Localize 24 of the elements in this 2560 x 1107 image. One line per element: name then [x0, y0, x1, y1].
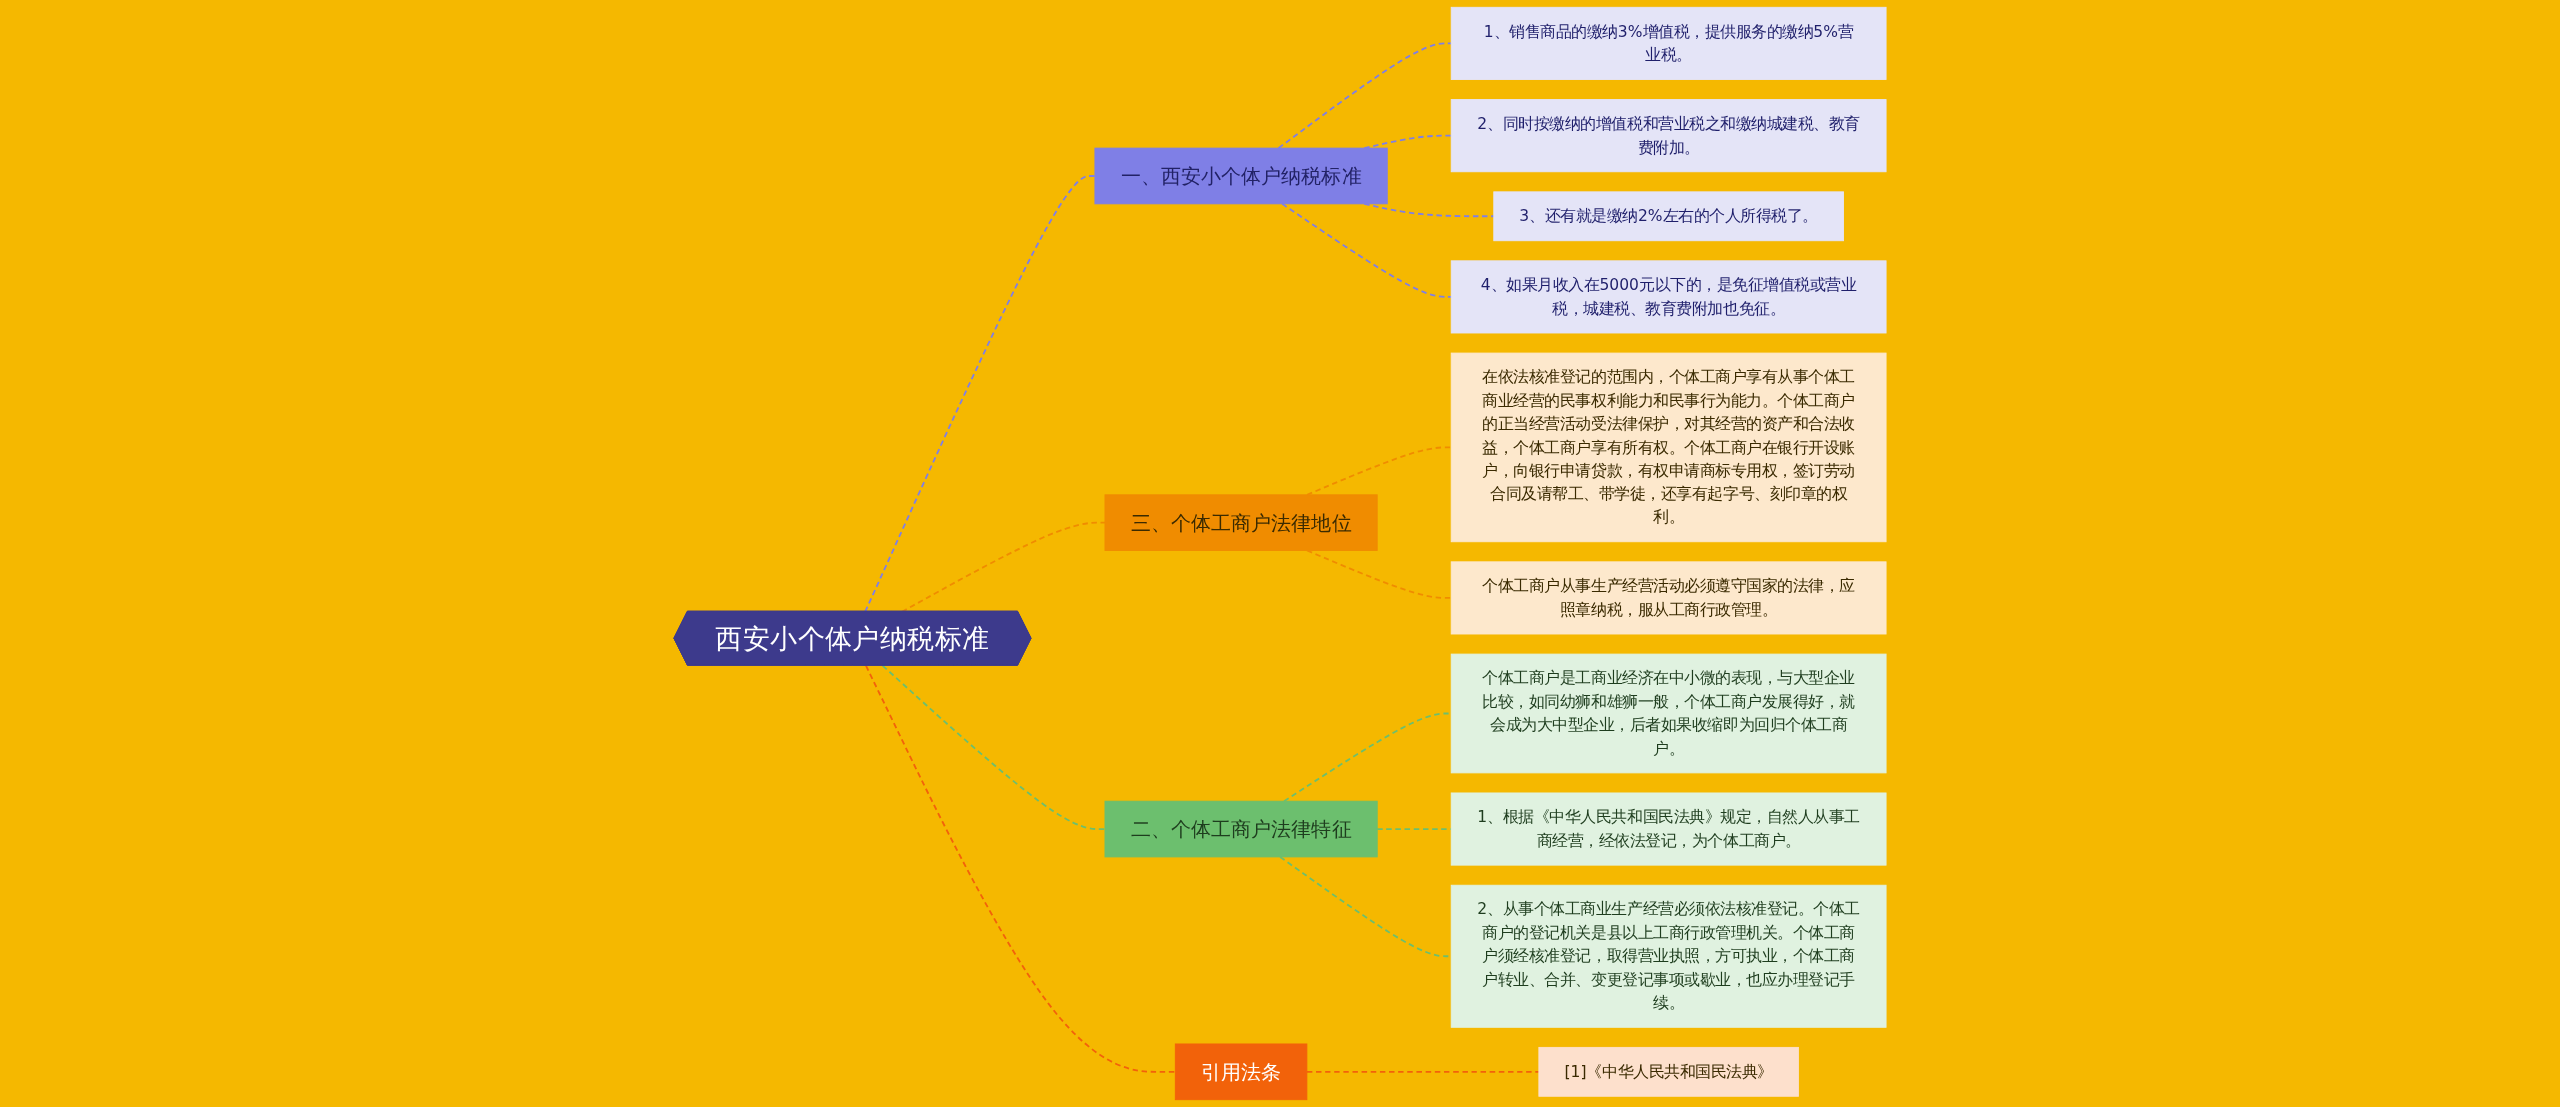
node-box: 二、个体工商户法律特征 [1104, 800, 1378, 858]
connector [881, 664, 1106, 830]
node-box: 2、从事个体工商业生产经营必须依法核准登记。个体工商户的登记机关是县以上工商行政管理机关。个体工商户须经核准登记，取得营业执照，方可执业，个体工商户转业、合并、变更登记事项或歇业，也应办理登记手续。 [1450, 884, 1887, 1028]
connector [1306, 549, 1453, 599]
connector [1277, 42, 1453, 150]
connector [1281, 202, 1453, 298]
node-box: 引用法条 [1174, 1043, 1308, 1101]
node-box: 1、销售商品的缴纳3%增值税，提供服务的缴纳5%营业税。 [1450, 6, 1887, 80]
connector [865, 664, 1177, 1073]
node-box: 个体工商户从事生产经营活动必须遵守国家的法律，应照章纳税，服从工商行政管理。 [1450, 561, 1887, 635]
connector [1363, 202, 1495, 218]
node-box: [1]《中华人民共和国民法典》 [1538, 1046, 1799, 1097]
node-box: 2、同时按缴纳的增值税和营业税之和缴纳城建税、教育费附加。 [1450, 99, 1887, 173]
connector [901, 521, 1106, 613]
node-box: 个体工商户是工商业经济在中小微的表现，与大型企业比较，如同幼狮和雄狮一般，个体工商户发展得好，就会成为大中型企业，后者如果收缩即为回归个体工商户。 [1450, 653, 1887, 774]
node-box: 三、个体工商户法律地位 [1104, 494, 1378, 551]
node-box: 3、还有就是缴纳2%左右的个人所得税了。 [1493, 191, 1844, 242]
node-box: 4、如果月收入在5000元以下的，是免征增值税或营业税，城建税、教育费附加也免征。 [1450, 260, 1887, 334]
connector [864, 175, 1096, 613]
connector [1306, 446, 1453, 496]
connector [1305, 1070, 1540, 1073]
node-box: 一、西安小个体户纳税标准 [1094, 147, 1388, 205]
node-box: 1、根据《中华人民共和国民法典》规定，自然人从事工商经营，经依法登记，为个体工商户。 [1450, 792, 1887, 866]
node-box: 在依法核准登记的范围内，个体工商户享有从事个体工商业经营的民事权利能力和民事行为能力。个体工商户的正当经营活动受法律保护，对其经营的资产和合法收益，个体工商户享有所有权。个体工商户在银行开设账户，向银行申请贷款，有权申请商标专用权，签订劳动合同及请帮工、带学徒，还享有起字号、刻印章的权利。 [1450, 352, 1887, 543]
